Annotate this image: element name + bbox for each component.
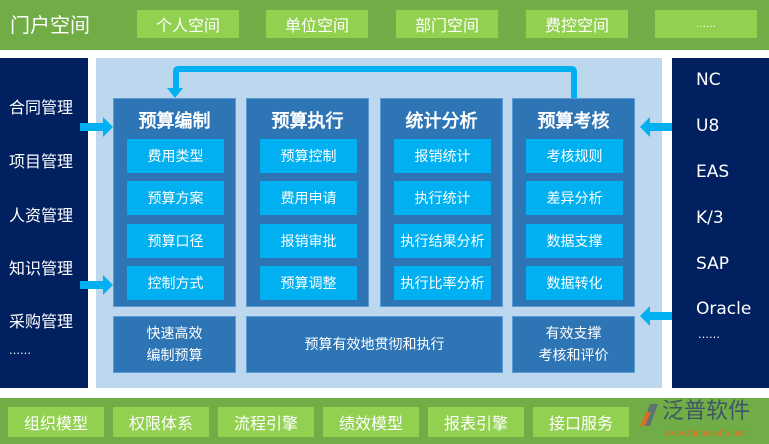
- left-arrow-icon: [80, 117, 113, 137]
- module-item[interactable]: 执行比率分析: [394, 266, 491, 300]
- left-item[interactable]: 采购管理: [9, 312, 74, 331]
- left-item[interactable]: 人资管理: [9, 206, 74, 225]
- module-item[interactable]: 数据转化: [526, 266, 623, 300]
- left-item[interactable]: 知识管理: [9, 259, 74, 278]
- right-item[interactable]: Oracle: [696, 299, 752, 319]
- benefit-box: 有效支撑 考核和评价: [512, 316, 635, 373]
- column-title: 统计分析: [405, 111, 478, 132]
- module-item[interactable]: 预算调整: [260, 266, 357, 300]
- platform-item[interactable]: 流程引擎: [218, 407, 314, 437]
- top-bar: 门户空间 个人空间 单位空间 部门空间 费控空间 ……: [0, 0, 769, 50]
- top-item[interactable]: ……: [655, 10, 757, 38]
- platform-item[interactable]: 组织模型: [8, 407, 104, 437]
- column-budget-compile: 预算编制 费用类型 预算方案 预算口径 控制方式: [113, 98, 236, 307]
- column-budget-execute: 预算执行 预算控制 费用申请 报销审批 预算调整: [246, 98, 369, 307]
- module-item[interactable]: 报销统计: [394, 139, 491, 173]
- module-item[interactable]: 预算方案: [127, 181, 224, 215]
- column-statistics: 统计分析 报销统计 执行统计 执行结果分析 执行比率分析: [380, 98, 503, 307]
- feedback-arrow-icon: [167, 66, 577, 98]
- left-item[interactable]: 项目管理: [9, 152, 74, 171]
- module-item[interactable]: 费用类型: [127, 139, 224, 173]
- platform-item[interactable]: 接口服务: [533, 407, 629, 437]
- left-item[interactable]: 合同管理: [9, 98, 74, 117]
- module-item[interactable]: 预算控制: [260, 139, 357, 173]
- platform-item[interactable]: 权限体系: [113, 407, 209, 437]
- right-item[interactable]: SAP: [696, 254, 729, 274]
- column-title: 预算编制: [138, 111, 211, 132]
- module-item[interactable]: 执行结果分析: [394, 224, 491, 258]
- benefit-box: 预算有效地贯彻和执行: [246, 316, 503, 373]
- module-item[interactable]: 预算口径: [127, 224, 224, 258]
- top-item[interactable]: 单位空间: [266, 10, 368, 38]
- top-item[interactable]: 部门空间: [396, 10, 498, 38]
- module-item[interactable]: 费用申请: [260, 181, 357, 215]
- bottom-bar: 组织模型 权限体系 流程引擎 绩效模型 报表引擎 接口服务: [0, 398, 769, 444]
- right-item[interactable]: U8: [696, 116, 720, 136]
- module-item[interactable]: 考核规则: [526, 139, 623, 173]
- logo-url: www.fanpusoft.com: [664, 428, 746, 439]
- module-item[interactable]: 执行统计: [394, 181, 491, 215]
- right-arrow-icon: [640, 117, 672, 137]
- benefit-box: 快速高效 编制预算: [113, 316, 236, 373]
- logo: 泛普软件 www.fanpusoft.com: [636, 398, 769, 444]
- left-panel: 合同管理 项目管理 人资管理 知识管理 采购管理 ……: [0, 58, 88, 388]
- top-item[interactable]: 费控空间: [526, 10, 628, 38]
- column-title: 预算考核: [537, 111, 610, 132]
- top-item[interactable]: 个人空间: [137, 10, 239, 38]
- module-item[interactable]: 控制方式: [127, 266, 224, 300]
- module-item[interactable]: 报销审批: [260, 224, 357, 258]
- right-item[interactable]: NC: [696, 70, 721, 90]
- left-arrow-icon: [80, 275, 113, 295]
- right-item[interactable]: K/3: [696, 208, 724, 228]
- platform-item[interactable]: 绩效模型: [323, 407, 419, 437]
- logo-text: 泛普软件: [662, 399, 751, 424]
- module-item[interactable]: 差异分析: [526, 181, 623, 215]
- column-title: 预算执行: [271, 111, 344, 132]
- right-item[interactable]: EAS: [696, 162, 730, 182]
- logo-mark-icon: [640, 404, 658, 426]
- portal-title: 门户空间: [10, 13, 90, 37]
- platform-item[interactable]: 报表引擎: [428, 407, 524, 437]
- module-item[interactable]: 数据支撑: [526, 224, 623, 258]
- right-panel: NC U8 EAS K/3 SAP Oracle ……: [672, 58, 769, 388]
- right-arrow-icon: [640, 306, 672, 326]
- right-item: ……: [698, 328, 720, 341]
- left-item: ……: [9, 344, 31, 357]
- column-budget-assess: 预算考核 考核规则 差异分析 数据支撑 数据转化: [512, 98, 635, 307]
